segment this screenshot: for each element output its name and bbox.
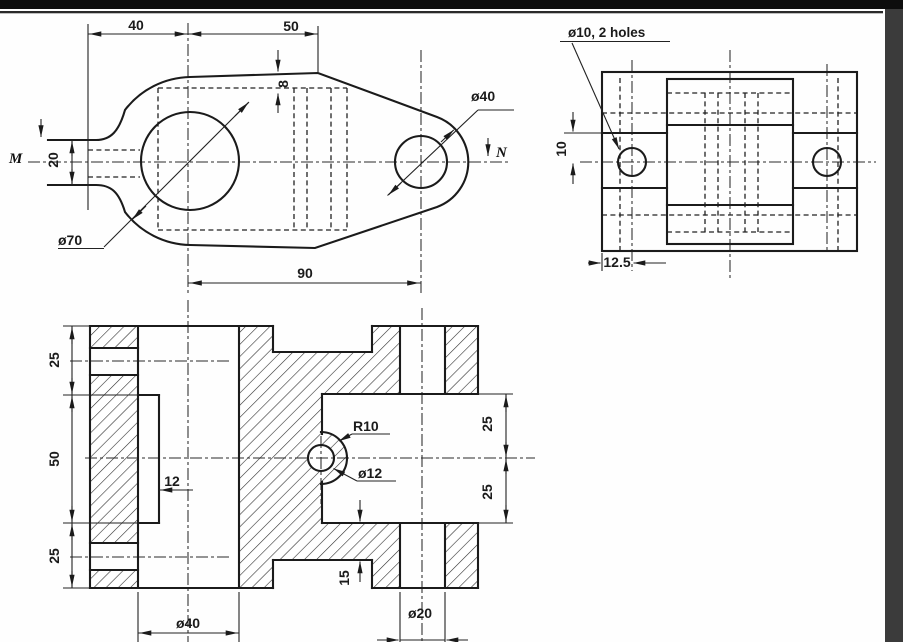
view-label-m: M (8, 151, 23, 167)
r10-arc (319, 430, 349, 486)
centerlines (28, 23, 508, 296)
dim-phi12-label: ø12 (358, 465, 382, 481)
dim-15-label: 15 (336, 570, 352, 586)
dim-25-bottom-label: 25 (46, 548, 62, 564)
dim-50-label: 50 (283, 18, 299, 34)
dim-10-label: 10 (553, 141, 569, 157)
section-view: 25 50 25 12 R10 ø12 25 25 (46, 300, 535, 642)
dimensions: 25 50 25 12 R10 ø12 25 25 (46, 325, 513, 642)
dim-12-5-label: 12.5 (603, 254, 630, 270)
dim-8-label: 8 (275, 80, 291, 88)
dim-phi40-plan-label: ø40 (471, 88, 495, 104)
dim-50-label: 50 (46, 451, 62, 467)
hidden-lines (602, 78, 857, 250)
centerlines (580, 50, 876, 281)
bore-circle-small (393, 134, 449, 190)
hole-right (811, 146, 843, 178)
dim-25-right-bottom-label: 25 (479, 484, 495, 500)
dimensions: ø10, 2 holes 10 12.5 (553, 25, 670, 271)
dim-20-label: 20 (45, 152, 61, 168)
dim-r10-label: R10 (353, 418, 379, 434)
part-outline (46, 71, 470, 250)
note-phi10-holes: ø10, 2 holes (568, 25, 645, 40)
dim-12-label: 12 (164, 473, 180, 489)
dim-25-top-label: 25 (46, 352, 62, 368)
hole-left (616, 146, 648, 178)
view-label-n: N (495, 145, 508, 161)
top-view: 40 50 8 20 90 ø70 (8, 17, 514, 296)
dimensions: 40 50 8 20 90 ø70 (8, 17, 514, 286)
dim-phi20-label: ø20 (408, 605, 432, 621)
dim-phi70-label: ø70 (58, 232, 82, 248)
horizontal-rule (0, 11, 883, 14)
right-dark-band (885, 9, 903, 642)
dim-25-right-top-label: 25 (479, 416, 495, 432)
part-outline (600, 70, 859, 253)
part-outline (88, 324, 480, 590)
bore-circle-large (139, 110, 241, 212)
dim-40-label: 40 (128, 17, 144, 33)
top-black-bar (0, 0, 903, 9)
hidden-lines (88, 87, 348, 231)
phi12-hole (306, 443, 336, 473)
side-view: ø10, 2 holes 10 12.5 (553, 25, 876, 281)
dim-90-label: 90 (297, 265, 313, 281)
hatch-areas (90, 326, 478, 588)
dim-phi40-bottom-label: ø40 (176, 615, 200, 631)
